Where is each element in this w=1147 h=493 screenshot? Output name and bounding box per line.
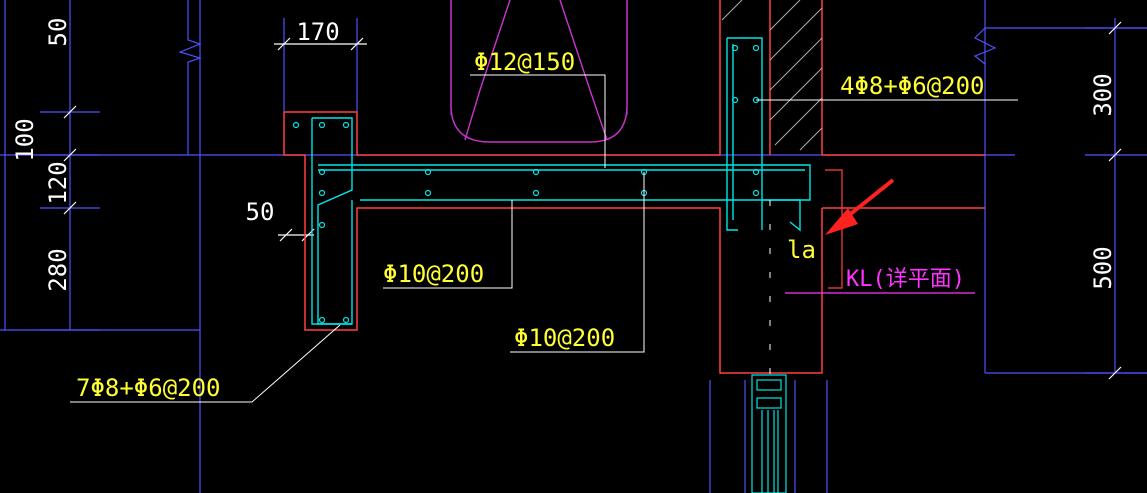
arrow-icon bbox=[825, 178, 895, 235]
label-top-slab: Φ12@150 bbox=[474, 48, 575, 76]
label-left-stirrup: Φ10@200 bbox=[383, 260, 484, 288]
dim-left-50: 50 bbox=[44, 18, 72, 47]
dim-top-170: 170 bbox=[296, 18, 339, 46]
leader-lines bbox=[70, 74, 1018, 403]
label-right-beam: 4Φ8+Φ6@200 bbox=[840, 72, 985, 100]
label-left-beam: 7Φ8+Φ6@200 bbox=[76, 374, 221, 402]
dim-side-50: 50 bbox=[246, 198, 275, 226]
dim-left-120: 120 bbox=[44, 161, 72, 204]
dim-left-100: 100 bbox=[11, 118, 39, 161]
concrete-section bbox=[283, 0, 985, 374]
rebar-cages bbox=[311, 37, 811, 325]
rebar-dots bbox=[292, 44, 760, 324]
kl-note: KL(详平面) bbox=[846, 267, 965, 292]
label-anchorage: la bbox=[787, 236, 816, 264]
left-dimension-chain bbox=[40, 0, 100, 331]
dim-right-500: 500 bbox=[1089, 246, 1117, 289]
dim-right-300: 300 bbox=[1089, 73, 1117, 116]
window-frame bbox=[751, 374, 787, 493]
label-bottom-mid: Φ10@200 bbox=[514, 324, 615, 352]
top-dimension-170 bbox=[274, 18, 367, 112]
right-dimension-chain bbox=[1085, 18, 1147, 380]
left-dimension-50 bbox=[278, 228, 315, 242]
dim-left-280: 280 bbox=[44, 248, 72, 291]
wall-hatching bbox=[721, 0, 823, 151]
